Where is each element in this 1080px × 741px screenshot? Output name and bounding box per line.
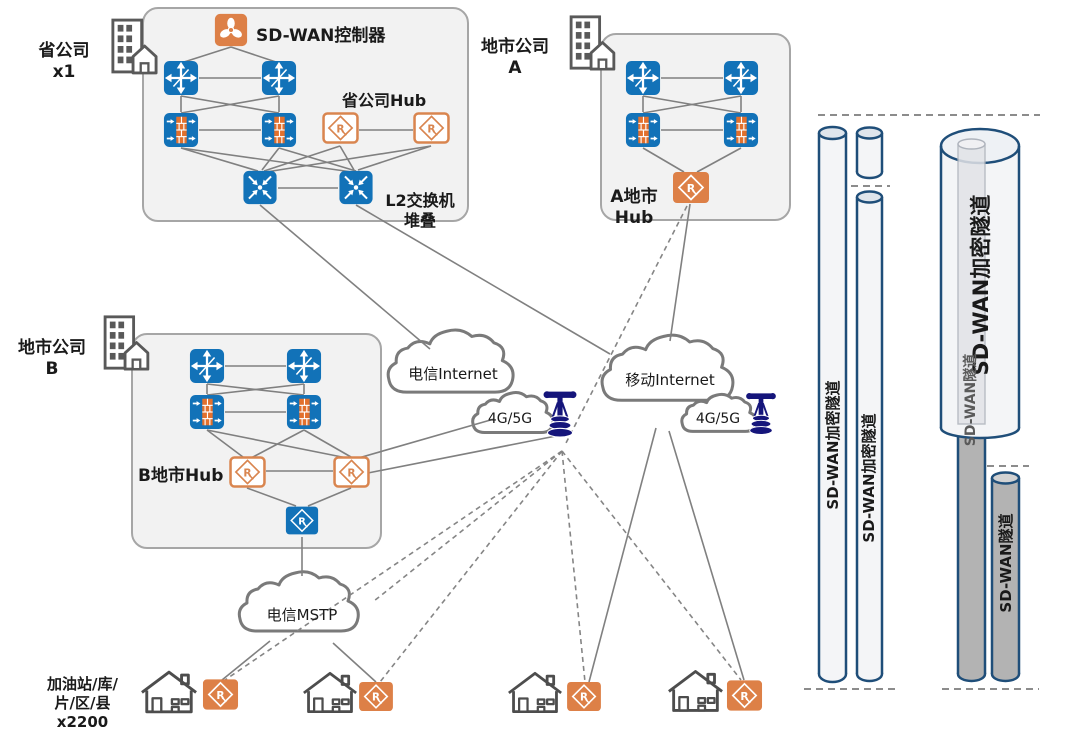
router-icon bbox=[189, 348, 225, 384]
hub-router-icon bbox=[333, 456, 370, 488]
site-house-icon bbox=[140, 669, 198, 714]
l2-switch-icon bbox=[242, 170, 278, 205]
site-house-icon bbox=[507, 670, 563, 714]
firewall-icon bbox=[723, 112, 759, 148]
site-router-icon bbox=[726, 679, 763, 712]
site-router-icon bbox=[358, 681, 394, 712]
telecom-internet-label: 电信Internet bbox=[408, 365, 498, 383]
router-icon bbox=[723, 60, 759, 96]
hub-router-icon bbox=[672, 171, 710, 204]
city-b-hub-label: B地市Hub bbox=[138, 466, 224, 486]
office-building-icon bbox=[110, 16, 158, 76]
hub-router-icon bbox=[229, 456, 266, 488]
tunnel-2-stub bbox=[855, 126, 884, 180]
tunnel-2-label: SD-WAN加密隧道 bbox=[860, 413, 878, 543]
province-hub-label: 省公司Hub bbox=[342, 91, 427, 110]
tunnel-1-label: SD-WAN加密隧道 bbox=[823, 380, 842, 510]
tunnel-4-label: SD-WAN隧道 bbox=[996, 513, 1015, 613]
hub-router-icon bbox=[322, 112, 359, 144]
telecom-mstp-label: 电信MSTP bbox=[266, 606, 338, 624]
firewall-icon bbox=[163, 112, 199, 148]
router-icon bbox=[261, 60, 297, 96]
sdwan-controller-icon bbox=[213, 13, 249, 47]
site-router-icon bbox=[566, 681, 602, 712]
firewall-icon bbox=[625, 112, 661, 148]
router-icon bbox=[625, 60, 661, 96]
office-building-icon bbox=[102, 314, 150, 371]
firewall-icon bbox=[261, 112, 297, 148]
controller-label: SD-WAN控制器 bbox=[256, 26, 386, 46]
cell-tower-icon bbox=[542, 390, 578, 440]
site-house-icon bbox=[302, 670, 358, 714]
hub-router-icon bbox=[413, 112, 450, 144]
city-b-box bbox=[131, 333, 382, 549]
edge-router-icon bbox=[285, 504, 319, 537]
firewall-icon bbox=[189, 394, 225, 430]
site-house-icon bbox=[667, 668, 724, 713]
firewall-icon bbox=[286, 394, 322, 430]
router-icon bbox=[163, 60, 199, 96]
mobile-internet-label: 移动Internet bbox=[625, 371, 715, 389]
mobile-internet-cloud bbox=[600, 333, 735, 403]
office-building-icon bbox=[568, 14, 616, 71]
router-icon bbox=[286, 348, 322, 384]
telecom-4g5g-label: 4G/5G bbox=[487, 411, 533, 427]
l2-stack-label: L2交换机堆叠 bbox=[385, 191, 455, 230]
l2-switch-icon bbox=[338, 170, 374, 205]
tunnel-3-inner-label: SD-WAN隧道 bbox=[963, 353, 979, 447]
site-router-icon bbox=[202, 678, 239, 711]
mobile-4g5g-label: 4G/5G bbox=[695, 411, 741, 427]
